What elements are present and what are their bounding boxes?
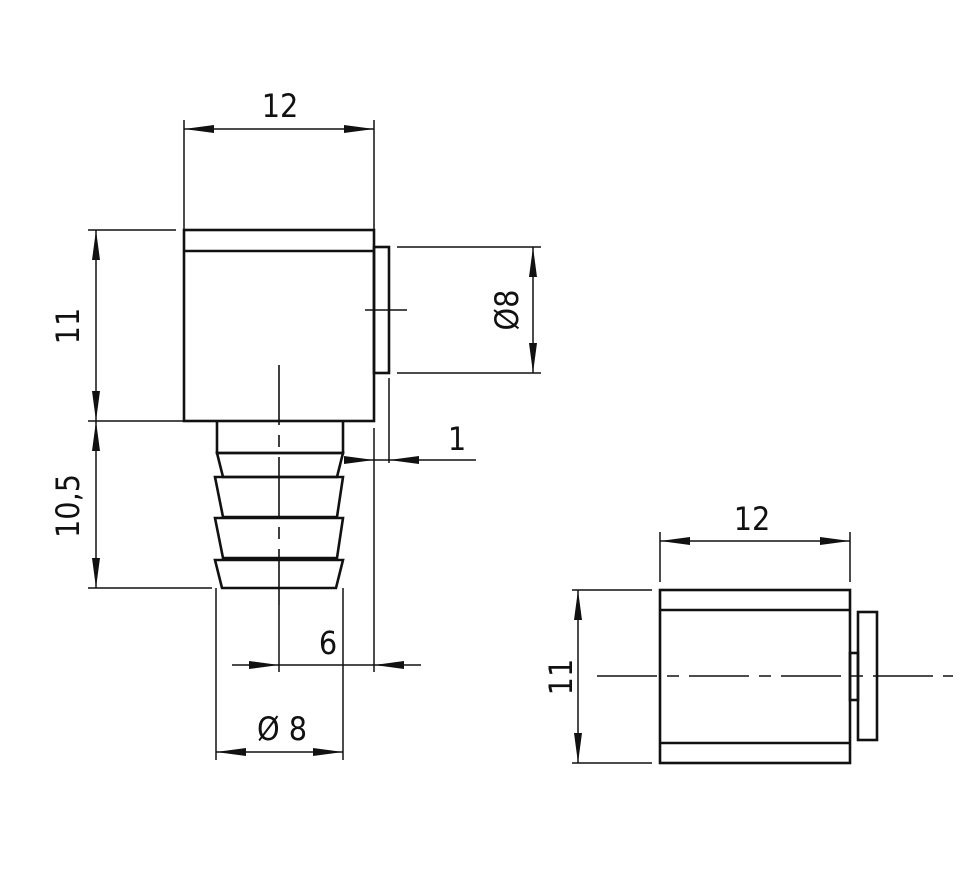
dimension-cap-diameter-label: Ø8 (488, 290, 526, 331)
dimension-offset-label: 6 (319, 624, 337, 662)
side-dimension-width-label: 12 (734, 500, 771, 538)
dimension-barb-length-label: 10,5 (49, 474, 87, 538)
dimension-height-label: 11 (49, 308, 87, 345)
dimension-barb-diameter-label: Ø 8 (257, 710, 307, 748)
front-view: 12 11 10,5 Ø8 1 6 Ø 8 (49, 87, 541, 760)
side-view: 12 11 (542, 500, 953, 765)
side-dimension-height-label: 11 (542, 659, 580, 696)
hose-barb (213, 421, 345, 590)
dimension-cap-thickness-label: 1 (448, 420, 466, 458)
dimension-width-label: 12 (262, 87, 299, 125)
